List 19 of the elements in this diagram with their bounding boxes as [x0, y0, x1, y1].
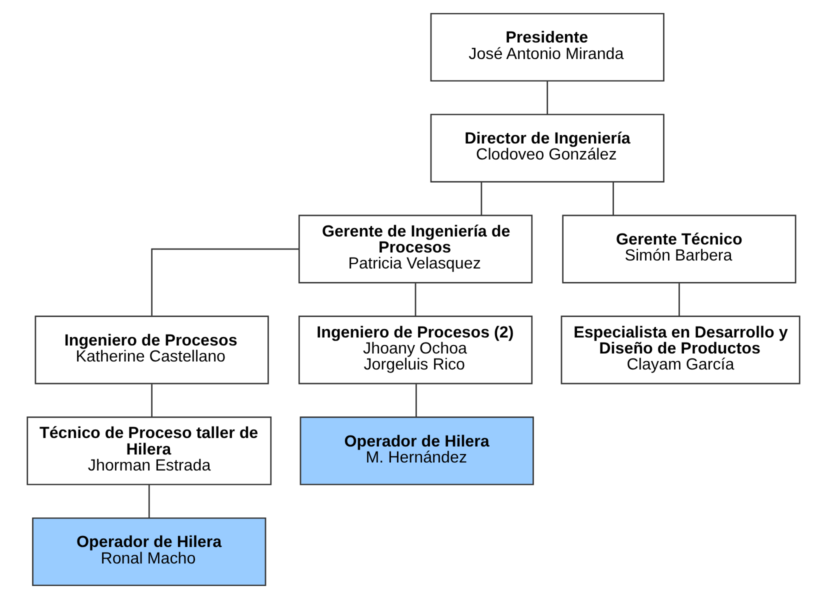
connector — [414, 283, 416, 316]
connector — [678, 283, 680, 316]
connector — [151, 248, 300, 316]
connector — [480, 182, 482, 216]
node-box: Ingeniero de Procesos (2) Jhoany Ochoa Jorgeluis Rico — [298, 316, 533, 384]
node-box: Gerente de Ingeniería de Procesos Patricia Velasquez — [298, 214, 533, 284]
node-box: Presidente José Antonio Miranda — [430, 12, 664, 82]
node-box: Operador de Hilera M. Hernández — [300, 416, 534, 486]
node-box: Gerente Técnico Simón Barbera — [562, 214, 796, 284]
connector — [612, 182, 614, 216]
node-box: Ingeniero de Procesos Katherine Castellano — [34, 316, 269, 384]
connector — [546, 81, 548, 114]
connector — [148, 485, 150, 518]
node-box: Técnico de Proceso taller de Hilera Jhorman Estrada — [26, 416, 272, 486]
connector — [151, 384, 152, 418]
node-box: Operador de Hilera Ronal Macho — [32, 517, 266, 586]
connector — [416, 384, 417, 418]
node-box: Especialista en Desarrollo y Diseño de Productos Clayam García — [560, 316, 800, 384]
node-box: Director de Ingeniería Clodoveo González — [430, 114, 664, 182]
